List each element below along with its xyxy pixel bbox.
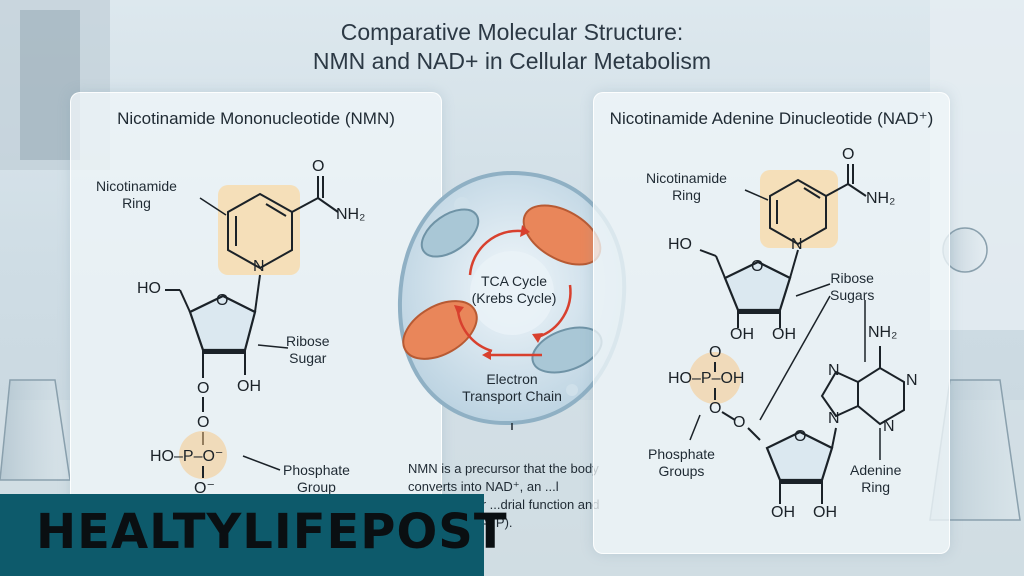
- nad-oh-3: OH: [771, 504, 795, 521]
- nmn-amide-nh2: NH₂: [336, 206, 366, 223]
- nad-amide-nh2: NH₂: [866, 190, 896, 207]
- nmn-oh: OH: [237, 378, 261, 395]
- nad-ring-n: N: [791, 236, 803, 253]
- nmn-o-link2: O: [197, 414, 210, 431]
- nad-oh-2: OH: [772, 326, 796, 343]
- tca-cycle-label: TCA Cycle (Krebs Cycle): [471, 273, 557, 306]
- nad-ring-label: Nicotinamide Ring: [646, 170, 727, 203]
- nad-amide-o: O: [842, 146, 855, 163]
- nmn-o-link1: O: [197, 380, 210, 397]
- nad-panel: Nicotinamide Adenine Dinucleotide (NAD⁺): [593, 92, 950, 554]
- brand-banner: HEALTYLIFEPOST: [0, 494, 507, 576]
- nmn-phosphate: HO–P–O⁻: [150, 448, 224, 465]
- nmn-panel-title: Nicotinamide Mononucleotide (NMN): [117, 109, 395, 128]
- nmn-ho: HO: [137, 280, 161, 297]
- nmn-panel: Nicotinamide Mononucleotide (NMN): [70, 92, 442, 572]
- title-line-2: NMN and NAD+ in Cellular Metabolism: [312, 48, 712, 74]
- nad-adenine-n1: N: [828, 362, 840, 379]
- cell-diagram: [397, 170, 627, 430]
- nad-phosphate-label: Phosphate Groups: [648, 446, 715, 479]
- nad-adenine-n2: N: [906, 372, 918, 389]
- title-line-1: Comparative Molecular Structure:: [340, 19, 684, 45]
- nmn-phosphate-label: Phosphate Group: [283, 462, 350, 495]
- nad-o-link2: O: [733, 414, 746, 431]
- page-title: Comparative Molecular Structure: NMN and…: [0, 18, 1024, 76]
- nad-adenine-nh2: NH₂: [868, 324, 898, 341]
- nad-ho: HO: [668, 236, 692, 253]
- nmn-amide-o: O: [312, 158, 325, 175]
- nad-phosphate-o: O: [709, 344, 722, 361]
- nad-adenine-label: Adenine Ring: [850, 462, 902, 495]
- nad-adenine-n4: N: [883, 418, 895, 435]
- nmn-o-bottom: O⁻: [194, 480, 215, 497]
- nad-adenine-n3: N: [828, 410, 840, 427]
- nad-phosphate: HO–P–OH: [668, 370, 745, 387]
- nmn-ring-label: Nicotinamide Ring: [96, 178, 177, 211]
- nmn-ribose-label: Ribose Sugar: [286, 333, 330, 366]
- nad-panel-title: Nicotinamide Adenine Dinucleotide (NAD⁺): [609, 109, 934, 128]
- nad-o-link: O: [709, 400, 722, 417]
- brand-logo-text: HEALTYLIFEPOST: [36, 504, 508, 560]
- nad-oh-4: OH: [813, 504, 837, 521]
- nad-ribose-label: Ribose Sugars: [830, 270, 875, 303]
- nad-oh-1: OH: [730, 326, 754, 343]
- nmn-ring-n: N: [253, 258, 265, 275]
- nmn-ribose-o: O: [216, 292, 229, 309]
- nad-ribose2-o: O: [794, 428, 807, 445]
- nad-ribose1-o: O: [751, 258, 764, 275]
- etc-label: Electron Transport Chain: [462, 371, 562, 404]
